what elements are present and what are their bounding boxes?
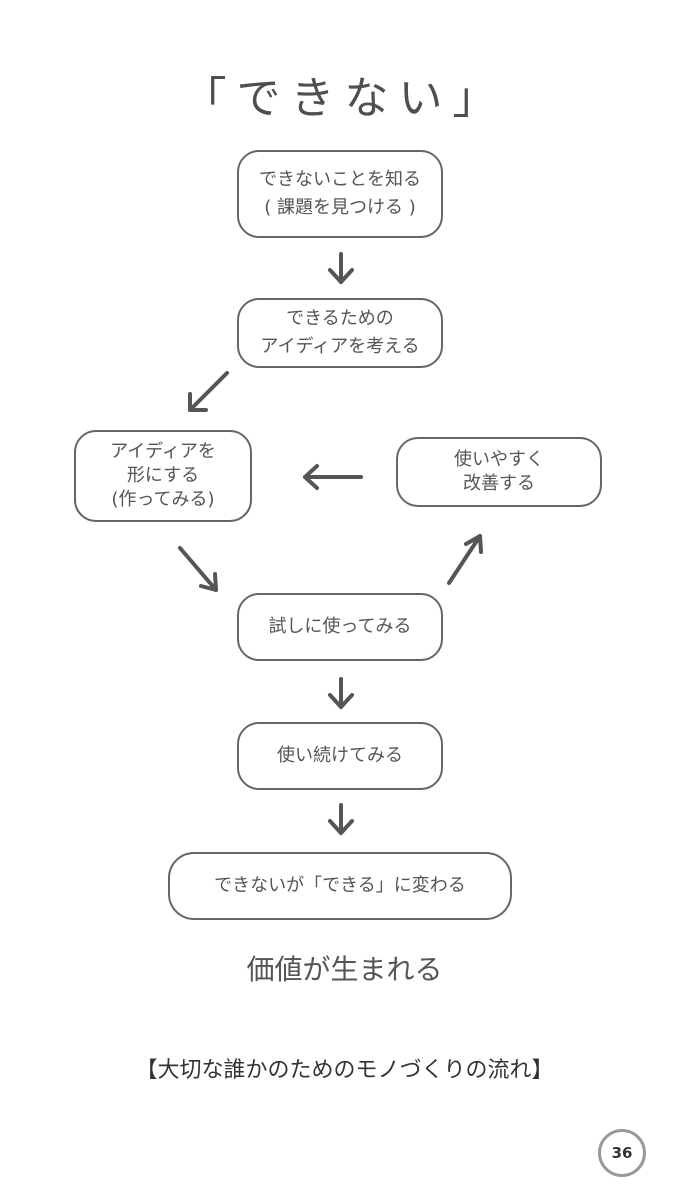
node-shape-idea-line2: 形にする xyxy=(126,465,200,486)
arrow-think-to-shape xyxy=(188,371,229,412)
diagram-caption: 【大切な誰かのためのモノづくりの流れ】 xyxy=(135,1058,554,1083)
page-title: 「できない」 xyxy=(182,73,507,124)
arrow-improve-to-shape xyxy=(303,464,363,490)
arrow-shape-to-try xyxy=(178,546,218,592)
arrow-try-to-continue xyxy=(328,677,354,709)
arrow-continue-to-change xyxy=(328,803,354,835)
arrow-try-to-improve xyxy=(447,534,483,585)
node-improve: 使いやすく 改善する xyxy=(396,437,602,507)
page-number-badge: 36 xyxy=(598,1129,646,1177)
node-know-problem-line2: ( 課題を見つける ) xyxy=(264,197,416,218)
page-number: 36 xyxy=(611,1144,633,1162)
node-improve-line2: 改善する xyxy=(463,473,535,494)
node-know-problem: できないことを知る ( 課題を見つける ) xyxy=(237,150,443,238)
node-becomes-possible-line1: できないが「できる」に変わる xyxy=(214,875,466,896)
node-try-use: 試しに使ってみる xyxy=(237,593,443,661)
node-keep-using: 使い続けてみる xyxy=(237,722,443,790)
node-think-idea-line1: できるための xyxy=(286,308,394,329)
result-text: 価値が生まれる xyxy=(246,953,443,986)
node-shape-idea-line3: (作ってみる) xyxy=(111,489,215,510)
node-shape-idea: アイディアを 形にする (作ってみる) xyxy=(74,430,252,522)
arrow-know-to-think xyxy=(328,252,354,284)
node-think-idea-line2: アイディアを考える xyxy=(260,336,420,357)
node-think-idea: できるための アイディアを考える xyxy=(237,298,443,368)
node-keep-using-line1: 使い続けてみる xyxy=(277,745,403,766)
node-improve-line1: 使いやすく xyxy=(454,449,544,470)
node-try-use-line1: 試しに使ってみる xyxy=(268,616,412,637)
node-becomes-possible: できないが「できる」に変わる xyxy=(168,852,512,920)
node-know-problem-line1: できないことを知る xyxy=(259,169,421,190)
node-shape-idea-line1: アイディアを xyxy=(110,441,216,462)
